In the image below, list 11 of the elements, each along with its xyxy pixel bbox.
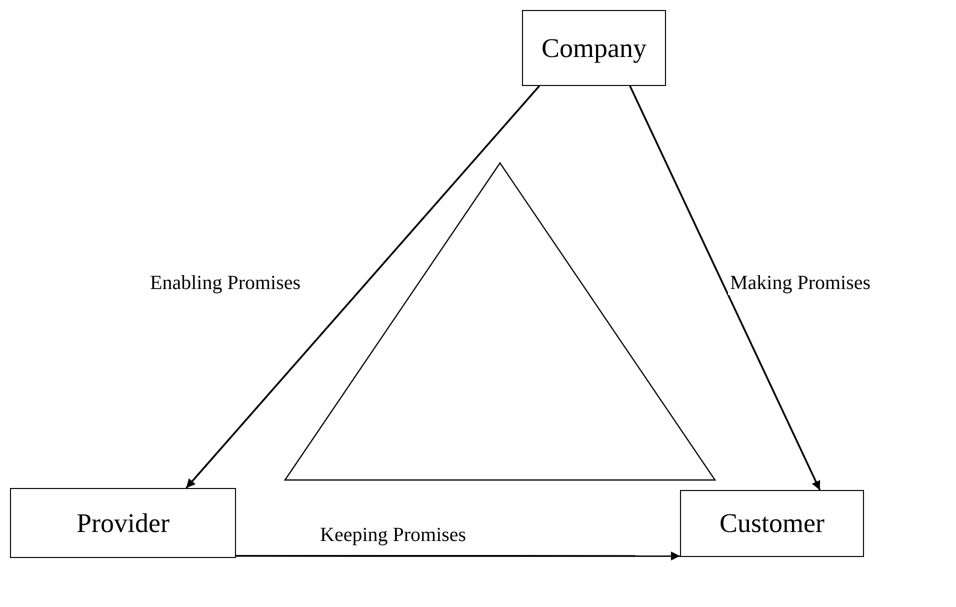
edge-label: Making Promises [728, 272, 873, 295]
arrow [186, 85, 540, 489]
node-label: Provider [76, 508, 170, 538]
arrow [629, 86, 821, 490]
edge-label: Enabling Promises [148, 272, 303, 295]
box [522, 10, 666, 86]
node-label: Company [542, 32, 646, 64]
node-label: Customer [720, 508, 824, 539]
box [10, 488, 236, 558]
box [680, 490, 864, 557]
arrow [236, 552, 680, 560]
